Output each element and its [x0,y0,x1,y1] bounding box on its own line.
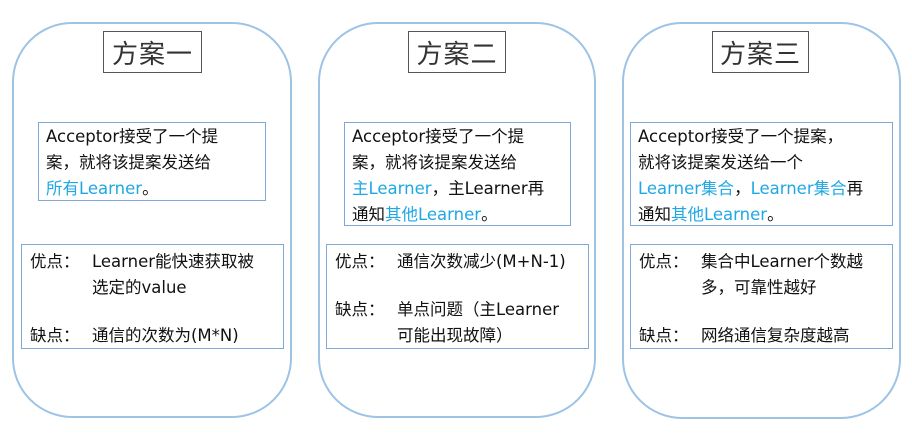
desc-line: 通知其他Learner。 [352,205,498,224]
scheme-pros-cons-2: 优点： 通信次数减少(M+N-1) 缺点： 单点问题（主Learner 可能出现故… [326,244,589,349]
cons-row: 缺点： 单点问题（主Learner 可能出现故障） [335,297,588,349]
desc-line: Acceptor接受了一个提 [46,127,219,146]
pros-text: 多，可靠性越好 [701,278,817,297]
pros-row: 优点： 集合中Learner个数越多，可靠性越好 [639,249,892,301]
cons-text: 网络通信复杂度越高 [701,326,850,345]
cons-text: 可能出现故障） [397,326,513,345]
cons-label: 缺点： [335,300,385,319]
highlight-text: Learner集合 [750,179,847,198]
highlight-text: 其他Learner [671,205,768,224]
scheme-pros-cons-1: 优点： Learner能快速获取被选定的value 缺点： 通信的次数为(M*N… [21,244,284,349]
highlight-text: 其他Learner [385,205,482,224]
scheme-title-2: 方案二 [408,31,506,73]
scheme-description-1: Acceptor接受了一个提 案，就将该提案发送给 所有Learner。 [38,122,266,201]
desc-line: 案，就将该提案发送给 [352,153,517,172]
cons-label: 缺点： [639,326,689,345]
desc-line: 主Learner，主Learner再 [352,179,545,198]
desc-line: 通知其他Learner。 [638,205,784,224]
scheme-description-3: Acceptor接受了一个提案， 就将该提案发送给一个 Learner集合，Le… [630,122,893,226]
pros-label: 优点： [30,252,80,271]
scheme-title-1: 方案一 [103,31,202,73]
desc-line: Learner集合，Learner集合再 [638,179,864,198]
pros-text: Learner能快速获取被 [92,252,255,271]
cons-row: 缺点： 网络通信复杂度越高 [639,323,892,349]
pros-text: 通信次数减少(M+N-1) [397,252,566,271]
desc-line: 案，就将该提案发送给 [46,153,211,172]
cons-text: 单点问题（主Learner [397,300,560,319]
scheme-description-2: Acceptor接受了一个提 案，就将该提案发送给 主Learner，主Lear… [344,122,571,226]
scheme-pros-cons-3: 优点： 集合中Learner个数越多，可靠性越好 缺点： 网络通信复杂度越高 [630,244,893,349]
pros-row: 优点： Learner能快速获取被选定的value [30,249,283,301]
scheme-panel-1 [12,22,292,418]
highlight-text: 所有Learner [46,179,143,198]
cons-row: 缺点： 通信的次数为(M*N) [30,323,283,349]
scheme-title-3: 方案三 [712,31,809,73]
cons-label: 缺点： [30,326,80,345]
cons-text: 通信的次数为(M*N) [92,326,239,345]
pros-text: 集合中Learner个数越 [701,252,864,271]
pros-label: 优点： [335,252,385,271]
desc-line: 就将该提案发送给一个 [638,153,803,172]
desc-line: Acceptor接受了一个提 [352,127,525,146]
pros-label: 优点： [639,252,689,271]
pros-text: 选定的value [92,278,187,297]
highlight-text: Learner集合 [638,179,735,198]
pros-row: 优点： 通信次数减少(M+N-1) [335,249,588,275]
desc-line: Acceptor接受了一个提案， [638,127,844,146]
desc-line: 所有Learner。 [46,179,159,198]
highlight-text: 主Learner [352,179,432,198]
